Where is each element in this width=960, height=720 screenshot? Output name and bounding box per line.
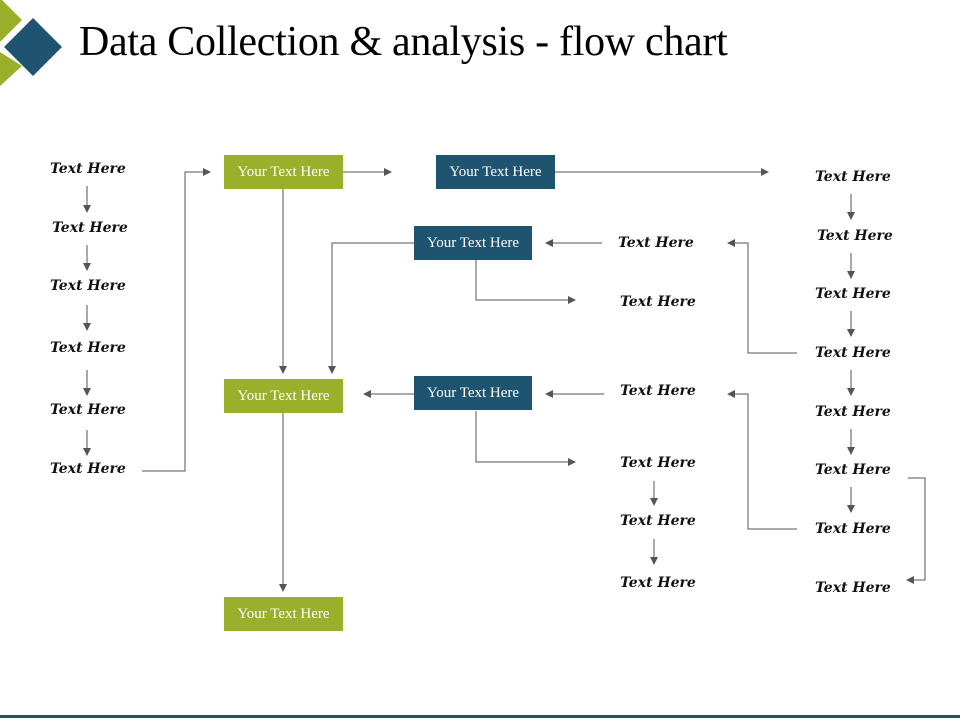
green-box-bottom: Your Text Here [224,597,343,631]
col4-loop [906,477,926,584]
footer-divider [0,715,960,718]
col3-label-6: Text Here [620,575,696,591]
col4-label-2: Text Here [817,228,893,244]
diamond-logo-icon [0,0,62,86]
page-title: Data Collection & analysis - flow chart [79,19,728,65]
col4-label-3: Text Here [815,286,891,302]
blue-upper-to-green-middle [328,242,414,374]
col1-label-6: Text Here [50,461,126,477]
col1-label-3: Text Here [50,278,126,294]
col1-to-green-top [142,168,211,472]
col4-label-7: Text Here [815,521,891,537]
col4-label-4: Text Here [815,345,891,361]
blue-lower-to-col3 [475,411,576,466]
green-box-middle: Your Text Here [224,379,343,413]
blue-box-top: Your Text Here [436,155,555,189]
col4-label-1: Text Here [815,169,891,185]
col4-to-col3-upper [727,239,797,354]
col3-label-3: Text Here [620,383,696,399]
col1-label-4: Text Here [50,340,126,356]
col1-label-2: Text Here [52,220,128,236]
col1-label-5: Text Here [50,402,126,418]
col3-label-4: Text Here [620,455,696,471]
blue-box-lower: Your Text Here [414,376,532,410]
col1-label-1: Text Here [50,161,126,177]
blue-upper-to-col3 [475,260,576,304]
col3-label-1: Text Here [618,235,694,251]
col3-label-2: Text Here [620,294,696,310]
blue-box-upper: Your Text Here [414,226,532,260]
col4-label-8: Text Here [815,580,891,596]
col4-to-col3-lower [727,390,797,530]
green-box-top: Your Text Here [224,155,343,189]
col4-label-5: Text Here [815,404,891,420]
col4-label-6: Text Here [815,462,891,478]
col3-label-5: Text Here [620,513,696,529]
